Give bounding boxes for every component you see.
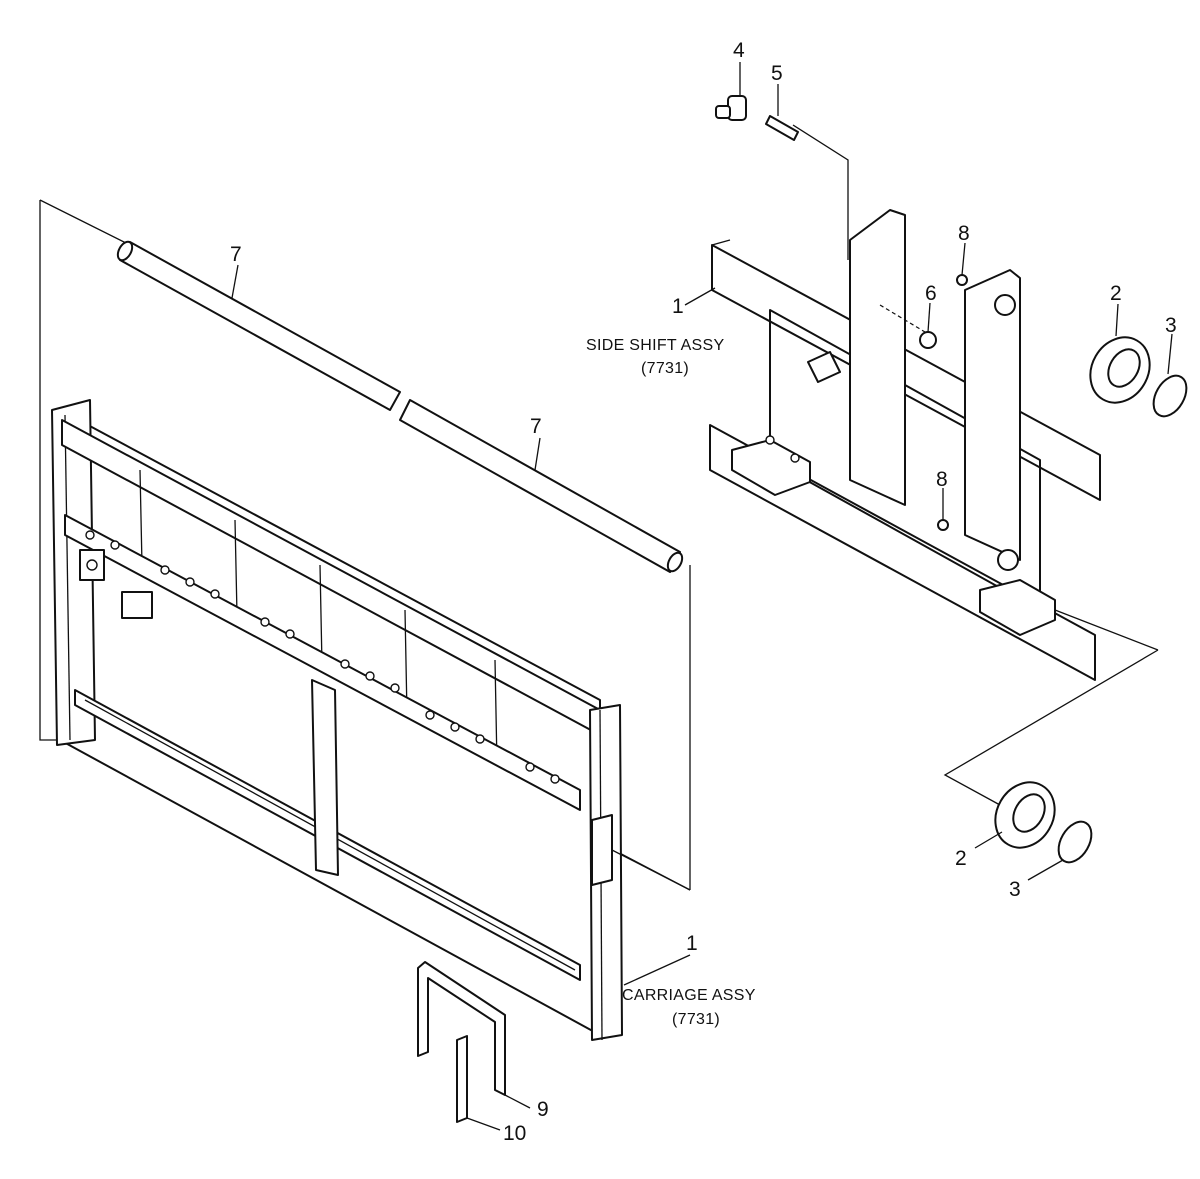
snap-ring-part-3-lower	[1057, 820, 1093, 864]
callout-7-lower: 7	[530, 415, 542, 438]
callout-8-upper: 8	[958, 222, 970, 245]
hook-leader	[611, 849, 691, 891]
assembly-captions: SIDE SHIFT ASSY (7731) CARRIAGE ASSY (77…	[586, 337, 756, 1028]
tab-bracket	[807, 351, 841, 383]
slide-block-right	[979, 579, 1056, 636]
side-shift-left-plate	[849, 209, 906, 506]
side-shift-assy-label: SIDE SHIFT ASSY	[586, 337, 724, 354]
callout-5: 5	[771, 62, 783, 85]
callout-7-upper: 7	[230, 243, 242, 266]
pin-guide-line	[792, 124, 849, 260]
carriage-frame	[51, 399, 623, 1041]
bearing-part-2-upper	[1089, 336, 1151, 404]
boss-lower	[997, 549, 1019, 571]
stud-part-4	[715, 95, 747, 121]
side-shift-assembly	[709, 124, 1159, 806]
hidden-line	[879, 304, 931, 336]
rod-lower	[399, 399, 684, 573]
callout-2-lower: 2	[955, 847, 967, 870]
callout-4: 4	[733, 39, 745, 62]
callout-3-lower: 3	[1009, 878, 1021, 901]
carriage-assy-code: (7731)	[672, 1011, 720, 1028]
bracket-part-9	[417, 961, 506, 1096]
side-shift-guide-right	[1054, 609, 1159, 651]
boss-upper	[994, 294, 1016, 316]
small-parts	[715, 95, 1188, 864]
callout-6: 6	[925, 282, 937, 305]
carriage-back-outline	[39, 200, 60, 741]
lower-bearing-guide	[943, 649, 1159, 806]
carriage-assembly	[39, 199, 691, 1123]
callout-leaders	[231, 62, 1173, 1131]
plate-part-10	[456, 1035, 468, 1123]
rod-upper	[116, 240, 401, 411]
callout-2-upper: 2	[1110, 282, 1122, 305]
pin-part-5	[765, 115, 799, 141]
fitting-part-8-lower	[937, 519, 949, 531]
callout-3-upper: 3	[1165, 314, 1177, 337]
callout-8-lower: 8	[936, 468, 948, 491]
callout-labels: 4 5 7 7 1 8 6 2 3 8 2 3 1 9 10	[230, 39, 1177, 1145]
callout-9: 9	[537, 1098, 549, 1121]
fitting-part-8-upper	[956, 274, 968, 286]
callout-1-carriage: 1	[686, 932, 698, 955]
carriage-guide-line-top	[39, 199, 131, 246]
side-shift-assy-code: (7731)	[641, 360, 689, 377]
snap-ring-part-3-upper	[1152, 374, 1188, 418]
nut-part-6	[919, 331, 937, 349]
callout-1-side-shift: 1	[672, 295, 684, 318]
callout-10: 10	[503, 1122, 526, 1145]
carriage-assy-label: CARRIAGE ASSY	[622, 987, 756, 1004]
bearing-part-2-lower	[994, 781, 1056, 849]
side-shift-right-plate	[964, 269, 1021, 561]
